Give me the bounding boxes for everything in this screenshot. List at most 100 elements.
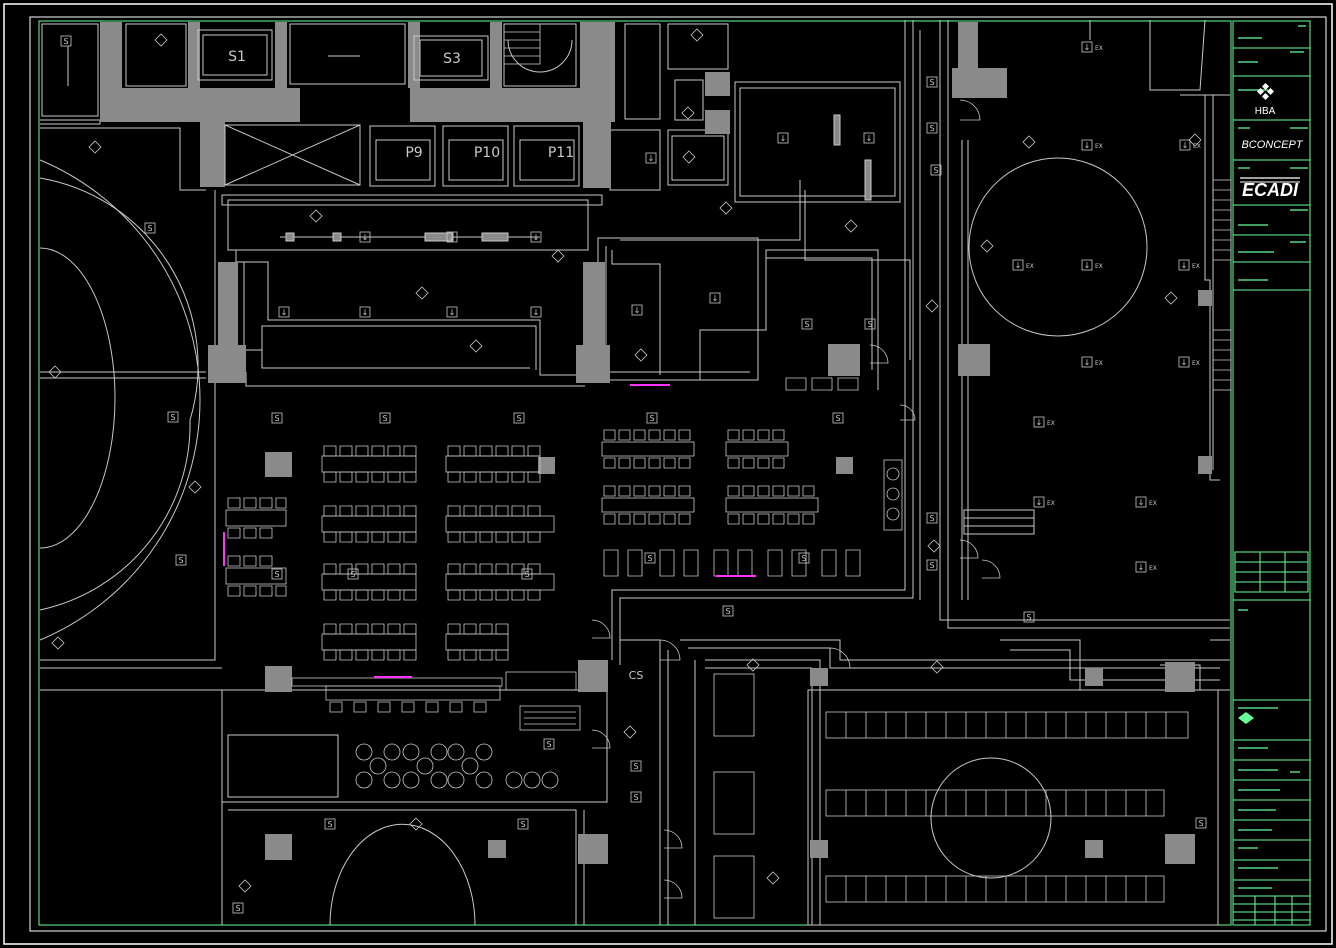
speaker-icon xyxy=(801,318,813,330)
sensor-icon xyxy=(469,339,483,353)
speaker-icon xyxy=(379,412,391,424)
sensor-icon xyxy=(746,658,760,672)
sensor-icon xyxy=(238,879,252,893)
speaker-icon-label: S xyxy=(327,820,332,829)
sensor-icon xyxy=(623,725,637,739)
speaker-icon xyxy=(926,76,938,88)
room-label-p9: P9 xyxy=(405,145,422,161)
exhaust-label: EX xyxy=(1095,143,1103,150)
speaker-icon xyxy=(543,738,555,750)
down-arrow-icon-label: ↓ xyxy=(533,233,540,242)
speaker-icon xyxy=(513,412,525,424)
sensor-icon xyxy=(930,660,944,674)
speaker-icon-label: S xyxy=(929,78,934,87)
speaker-icon-label: S xyxy=(835,414,840,423)
exhaust-label: EX xyxy=(1149,500,1157,507)
speaker-icon xyxy=(1195,817,1207,829)
stairs xyxy=(503,23,1232,391)
sheet-inner-border xyxy=(29,16,1327,932)
speaker-icon-label: S xyxy=(516,414,521,423)
speaker-icon-label: S xyxy=(274,570,279,579)
down-arrow-icon-label: ↓ xyxy=(634,306,641,315)
exhaust-fan-icon xyxy=(1179,139,1191,151)
exhaust-fan-icon xyxy=(1178,259,1190,271)
lounge-seating xyxy=(355,743,559,789)
down-arrow-icon-label: ↓ xyxy=(449,308,456,317)
table-group-a xyxy=(225,441,819,651)
speaker-icon-label: S xyxy=(147,224,152,233)
speaker-icon xyxy=(324,818,336,830)
speaker-icon xyxy=(722,605,734,617)
down-arrow-icon xyxy=(645,152,657,164)
duct-track xyxy=(280,114,872,242)
speaker-icon xyxy=(926,512,938,524)
down-arrow-icon xyxy=(863,132,875,144)
exhaust-label: EX xyxy=(1095,360,1103,367)
exhaust-label: EX xyxy=(1149,565,1157,572)
speaker-icon xyxy=(167,411,179,423)
exhaust-fan-icon xyxy=(1135,561,1147,573)
exhaust-fan-icon-label: ↓ xyxy=(1084,141,1091,150)
highlight-marks xyxy=(223,384,756,678)
sensor-icon xyxy=(1022,135,1036,149)
exhaust-fan-icon-label: ↓ xyxy=(1138,498,1145,507)
bconcept-logo: BCONCEPT xyxy=(1241,139,1303,151)
speaker-icon-label: S xyxy=(929,561,934,570)
sensor-icon xyxy=(766,871,780,885)
speaker-icon xyxy=(832,412,844,424)
speaker-icon xyxy=(60,35,72,47)
exhaust-fan-icon-label: ↓ xyxy=(1015,261,1022,270)
long-tables-right xyxy=(825,711,1189,903)
room-label-p10: P10 xyxy=(474,145,500,161)
ecadi-logo: ECADI xyxy=(1242,180,1299,200)
speaker-icon xyxy=(517,818,529,830)
room-label-cs: CS xyxy=(629,669,644,682)
speaker-icon xyxy=(630,760,642,772)
speaker-icon xyxy=(521,568,533,580)
down-arrow-icon-label: ↓ xyxy=(648,154,655,163)
sensor-icon xyxy=(1188,133,1202,147)
exhaust-fan-icon xyxy=(1135,496,1147,508)
speaker-icon-label: S xyxy=(633,762,638,771)
exhaust-fan-icon-label: ↓ xyxy=(1084,43,1091,52)
speaker-icon-label: S xyxy=(382,414,387,423)
speaker-icon-label: S xyxy=(929,124,934,133)
exhaust-fan-icon-label: ↓ xyxy=(1084,261,1091,270)
sensor-icon xyxy=(925,299,939,313)
dining-furniture xyxy=(225,377,1189,919)
speaker-icon-label: S xyxy=(178,556,183,565)
exhaust-fan-icon xyxy=(1178,356,1190,368)
sensor-icon xyxy=(927,539,941,553)
exhaust-label: EX xyxy=(1192,360,1200,367)
sensor-icon xyxy=(51,636,65,650)
down-arrow-icon xyxy=(631,304,643,316)
room-labels: S1 S3 P9 P10 P11 CS xyxy=(228,49,643,682)
sensor-icon xyxy=(88,140,102,154)
sensor-icon xyxy=(634,348,648,362)
speaker-icon xyxy=(864,318,876,330)
sensor-icon xyxy=(681,106,695,120)
speaker-icon xyxy=(646,412,658,424)
sensor-icon xyxy=(409,817,423,831)
down-arrow-icon xyxy=(446,231,458,243)
drawing-frame xyxy=(38,20,1232,926)
door-swings xyxy=(591,99,1001,899)
speaker-icon-label: S xyxy=(63,37,68,46)
down-arrow-icon-label: ↓ xyxy=(533,308,540,317)
exhaust-fan-icon-label: ↓ xyxy=(1036,498,1043,507)
speaker-icon xyxy=(271,412,283,424)
exhaust-label: EX xyxy=(1026,263,1034,270)
speaker-icon-label: S xyxy=(520,820,525,829)
exhaust-fan-icon-label: ↓ xyxy=(1182,141,1189,150)
down-arrow-icon xyxy=(359,231,371,243)
down-arrow-icon xyxy=(530,306,542,318)
speaker-icon-label: S xyxy=(929,514,934,523)
speaker-icon xyxy=(144,222,156,234)
exhaust-fan-icon xyxy=(1081,41,1093,53)
speaker-icon-label: S xyxy=(867,320,872,329)
down-arrow-icon-label: ↓ xyxy=(712,294,719,303)
down-arrow-icon xyxy=(709,292,721,304)
speaker-icon xyxy=(644,552,656,564)
